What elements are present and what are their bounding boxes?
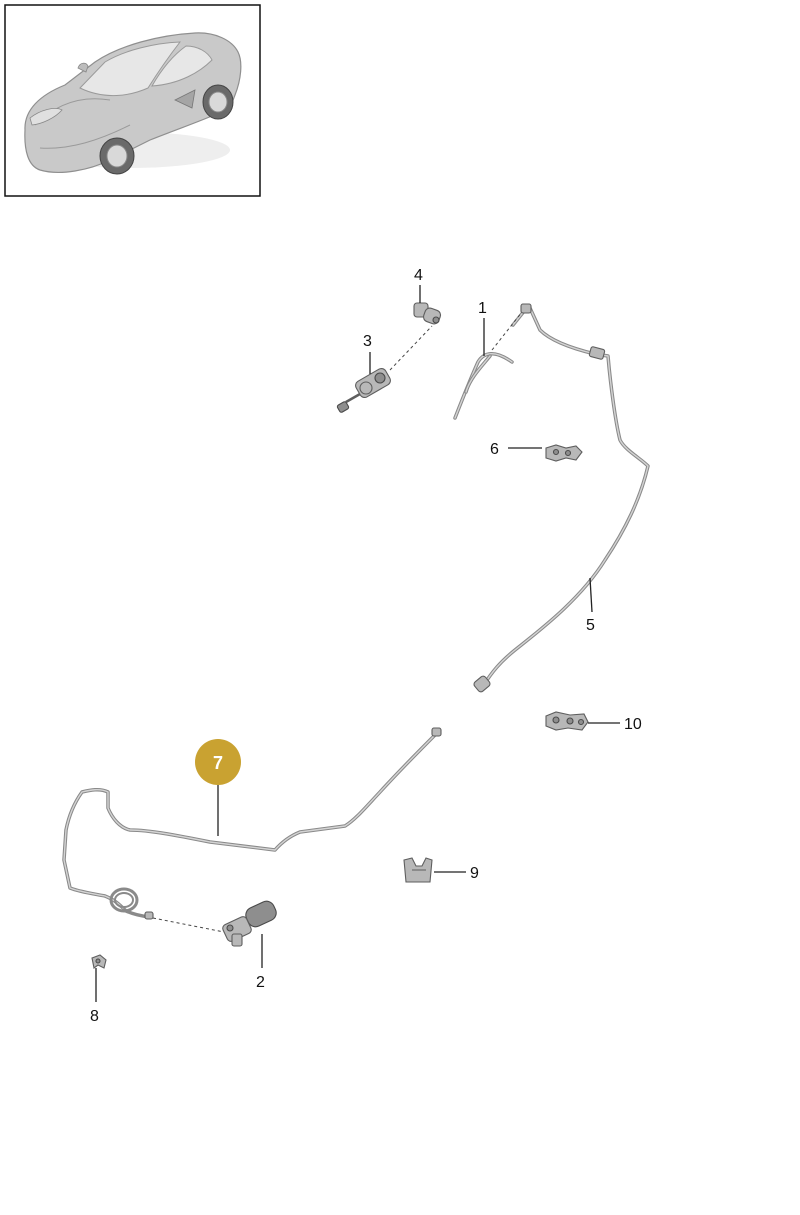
part-1-hose[interactable] [453,352,514,420]
part-2-slave-cylinder[interactable] [221,899,278,947]
label-1[interactable]: 1 [478,300,487,317]
label-10[interactable]: 10 [624,716,642,733]
dash-1-5 [491,311,523,351]
dash-3-4 [389,325,433,371]
part-7-pipe[interactable] [62,727,442,920]
label-2[interactable]: 2 [256,974,265,991]
label-9[interactable]: 9 [470,865,479,882]
label-4[interactable]: 4 [414,267,423,284]
label-3[interactable]: 3 [363,333,372,350]
label-8[interactable]: 8 [90,1008,99,1025]
part-6-bracket[interactable] [545,444,583,462]
part-4-connector[interactable] [413,302,442,325]
leader-5 [589,577,593,613]
dash-7-2 [152,917,225,933]
part-9-holder[interactable] [403,857,433,883]
badge-7[interactable] [195,739,241,785]
car-thumbnail[interactable] [4,4,261,197]
label-7[interactable]: 7 [213,753,223,773]
label-5[interactable]: 5 [586,617,595,634]
label-6[interactable]: 6 [490,441,499,458]
part-8-clip[interactable] [91,954,107,969]
part-5-pipe[interactable] [473,303,650,693]
car-thumbnail-icon [24,32,242,175]
part-3-master-cylinder[interactable] [336,367,393,413]
part-10-bracket[interactable] [545,711,589,731]
